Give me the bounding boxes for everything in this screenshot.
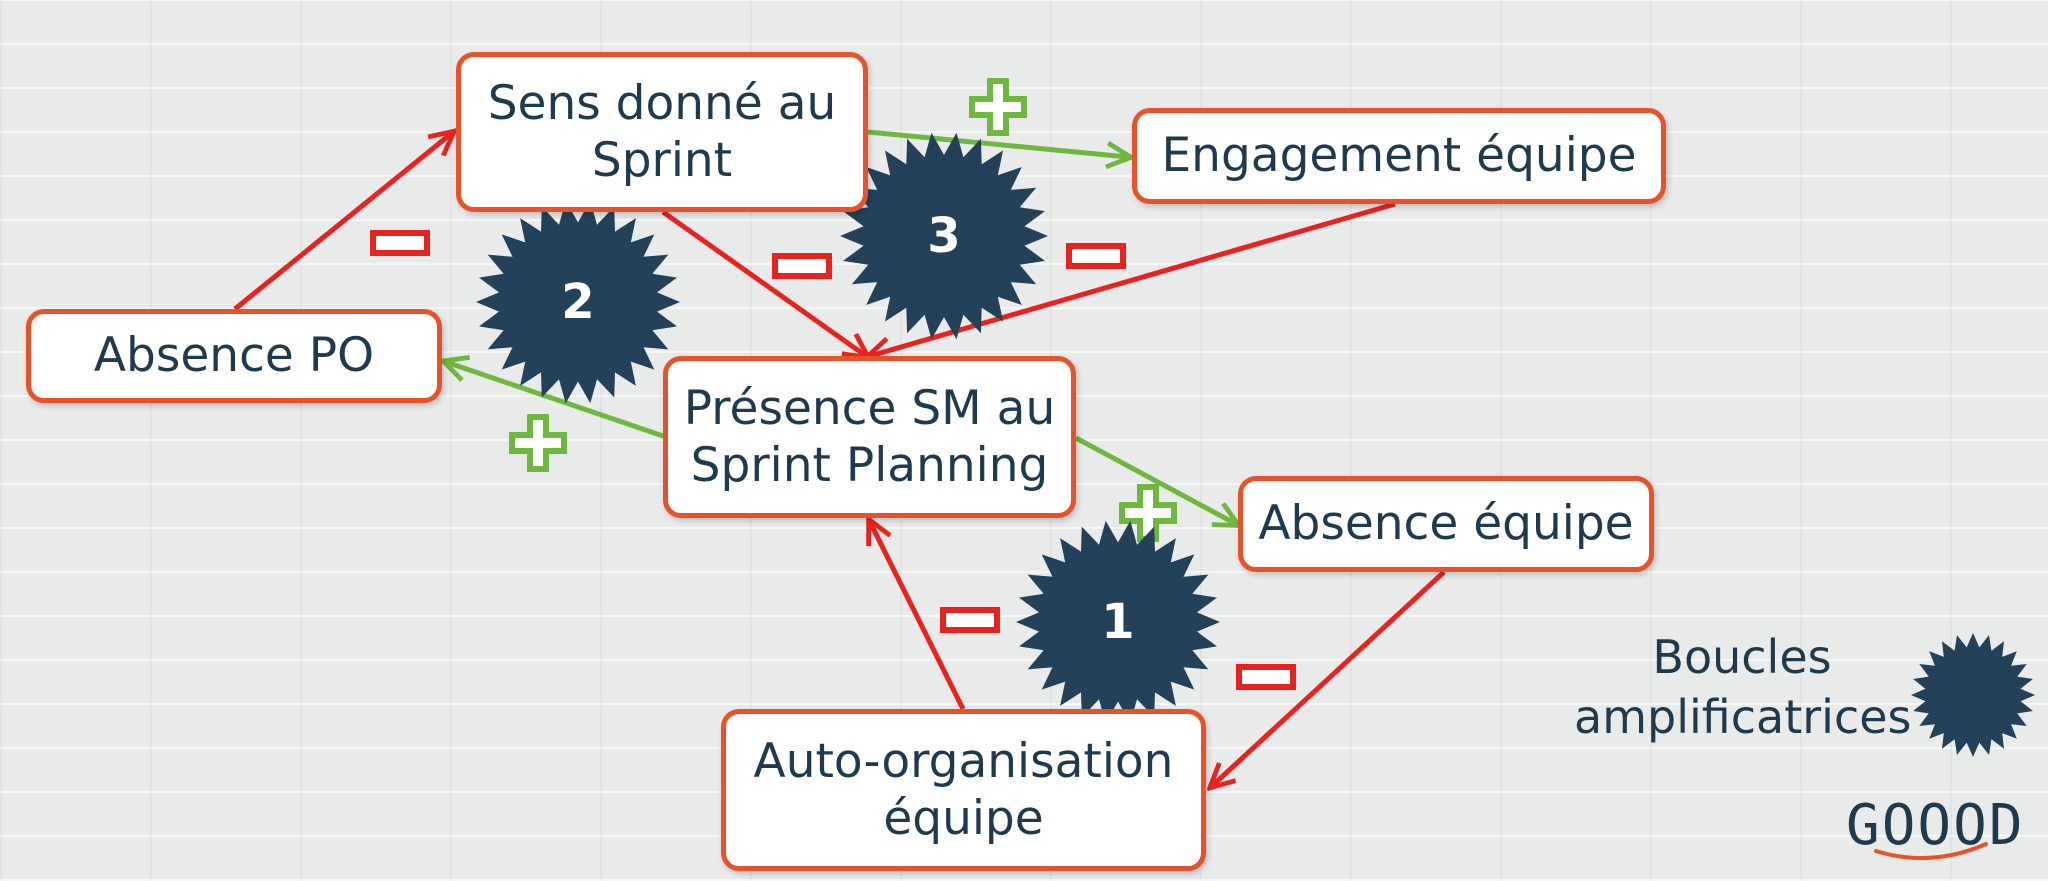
loop-number: 1 [1101,594,1134,650]
loop-2-starburst: 2 [476,200,680,404]
node-absence-equipe: Absence équipe [1238,476,1654,572]
minus-sign-icon [1236,664,1296,690]
starburst-icon [476,200,680,404]
goood-logo: GOOOD [1846,793,2025,866]
starburst-icon [1016,520,1220,724]
starburst-icon [840,132,1048,340]
node-label-line: Auto-organisation [753,733,1174,789]
edge-auto_org-to-presence_sm [870,522,966,711]
loop-number: 2 [561,274,594,330]
plus-sign-icon [969,78,1027,136]
legend-line: Boucles [1652,630,1832,684]
node-label-line: Absence équipe [1258,496,1634,552]
legend-label: Boucles amplificatrices [1574,628,1912,748]
edge-sens-to-engagement [867,129,1128,157]
node-presence-sm-sprint-planning: Présence SM au Sprint Planning [663,356,1076,518]
loop-number: 3 [927,208,960,264]
edge-presence_sm-to-absence_po [446,362,664,439]
minus-sign-icon [772,253,832,279]
node-label-line: Sprint [591,133,733,188]
node-auto-organisation-equipe: Auto-organisation équipe [721,709,1206,871]
logo-smile-icon [1874,842,1988,860]
node-sens-donne-au-sprint: Sens donné au Sprint [456,52,868,212]
node-label-line: Engagement équipe [1161,128,1637,184]
plus-sign-icon [509,414,567,472]
node-label-line: Sprint Planning [690,438,1049,493]
dark-starburst-icon [1911,633,2035,757]
node-label-line: Absence PO [93,328,375,384]
logo-text: GOOOD [1846,793,2025,858]
loop-1-starburst: 1 [1016,520,1220,724]
node-label-line: équipe [883,791,1044,846]
node-absence-po: Absence PO [26,309,442,403]
edge-sens-to-presence_sm [661,209,866,356]
node-label-line: Sens donné au [487,75,837,131]
edge-absence_po-to-sens [233,133,452,311]
loop-3-starburst: 3 [840,132,1048,340]
edge-presence_sm-to-absence_equipe [1074,435,1236,524]
minus-sign-icon [940,607,1000,633]
plus-sign-icon [1119,484,1177,542]
minus-sign-icon [1066,243,1126,269]
legend-line: amplificatrices [1574,689,1912,744]
edge-absence_equipe-to-auto_org [1212,570,1446,786]
node-label-line: Présence SM au [683,380,1056,436]
node-engagement-equipe: Engagement équipe [1132,108,1666,204]
minus-sign-icon [370,230,430,256]
